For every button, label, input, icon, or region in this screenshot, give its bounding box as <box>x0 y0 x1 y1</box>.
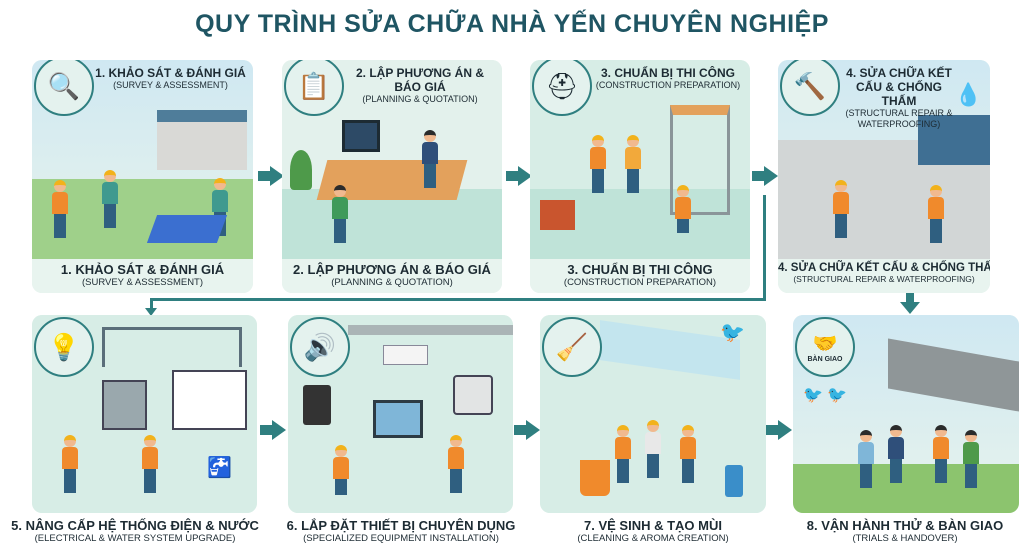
swiftlet-bird-icon: 🐦 <box>720 322 745 344</box>
arrow-right-icon <box>260 420 286 440</box>
cleaner-figure <box>680 425 696 483</box>
technician-figure <box>448 435 464 493</box>
blueprint <box>146 215 228 243</box>
step-2-header-en: (PLANNING & QUOTATION) <box>362 94 478 104</box>
step-6-panel: 🔊 <box>288 315 513 513</box>
broom-spray-icon: 🧹 <box>542 317 602 377</box>
step-6-caption: 6. LẮP ĐẶT THIẾT BỊ CHUYÊN DỤNG <box>286 518 516 533</box>
step-8-caption-en: (TRIALS & HANDOVER) <box>852 533 958 544</box>
spray-bottle-icon <box>725 465 743 497</box>
step-2-panel: 📋 2. LẬP PHƯƠNG ÁN & BÁO GIÁ(PLANNING & … <box>282 60 502 293</box>
arrow-down-icon <box>900 302 920 314</box>
arrow-right-icon <box>514 420 540 440</box>
worker-figure <box>833 180 849 238</box>
magnifier-house-icon: 🔍 <box>34 60 94 116</box>
contractor-figure <box>933 425 949 483</box>
step-4-header-en: (STRUCTURAL REPAIR & WATERPROOFING) <box>845 108 953 129</box>
step-1-header: 1. KHẢO SÁT & ĐÁNH GIÁ <box>95 66 246 80</box>
arrow-right-icon <box>752 166 778 186</box>
step-4-caption-en: (STRUCTURAL REPAIR & WATERPROOFING) <box>793 274 975 284</box>
scaffolding <box>670 105 730 215</box>
connector-line <box>906 293 914 303</box>
arrow-right-icon <box>766 420 792 440</box>
arrow-right-icon <box>506 166 532 186</box>
electrician-figure <box>62 435 78 493</box>
swiftlet-birds-icon: 🐦 🐦 <box>803 387 848 404</box>
step-7-caption-block: 7. VỆ SINH & TẠO MÙI(CLEANING & AROMA CR… <box>528 518 778 544</box>
ceiling-beam <box>348 325 513 335</box>
trowel-icon: 🔨 <box>780 60 840 116</box>
connector-line <box>150 298 153 312</box>
cleaner-figure <box>615 425 631 483</box>
cleaner-figure <box>645 420 661 478</box>
speaker-icon: 🔊 <box>290 317 350 377</box>
connector-line <box>763 195 766 300</box>
bricks <box>540 200 575 230</box>
step-5-caption: 5. NÂNG CẤP HỆ THỐNG ĐIỆN & NƯỚC <box>11 518 259 533</box>
client-figure <box>888 425 904 483</box>
step-2-caption: 2. LẬP PHƯƠNG ÁN & BÁO GIÁ <box>293 262 491 277</box>
pipes <box>102 327 242 367</box>
clipboard-calculator-icon: 📋 <box>284 60 344 116</box>
step-1-panel: 🔍 1. KHẢO SÁT & ĐÁNH GIÁ(SURVEY & ASSESS… <box>32 60 253 293</box>
faucet-icon: 🚰 <box>207 457 232 479</box>
plant <box>290 150 312 190</box>
air-conditioner <box>383 345 428 365</box>
step-8-caption-block: 8. VẬN HÀNH THỬ & BÀN GIAO(TRIALS & HAND… <box>780 518 1024 544</box>
step-3-caption-en: (CONSTRUCTION PREPARATION) <box>563 277 717 288</box>
step-1-caption-en: (SURVEY & ASSESSMENT) <box>81 277 204 288</box>
step-5-caption-block: 5. NÂNG CẤP HỆ THỐNG ĐIỆN & NƯỚC(ELECTRI… <box>10 518 260 544</box>
step-4-caption: 4. SỬA CHỮA KẾT CẤU & CHỐNG THẤM <box>778 262 990 274</box>
planner-figure <box>332 185 348 243</box>
step-2-caption-en: (PLANNING & QUOTATION) <box>331 277 453 288</box>
worker-figure <box>625 135 641 193</box>
swiftlet-house <box>157 110 247 170</box>
handover-badge-text: BÀN GIAO <box>807 356 843 363</box>
fan-unit <box>453 375 493 415</box>
technician-figure <box>333 445 349 495</box>
step-7-panel: 🐦 🧹 <box>540 315 766 513</box>
page-title: QUY TRÌNH SỬA CHỮA NHÀ YẾN CHUYÊN NGHIỆP <box>195 10 829 38</box>
manager-figure <box>422 130 438 188</box>
handshake-icon: 🤝BÀN GIAO <box>795 317 855 377</box>
worker-figure <box>590 135 606 193</box>
step-3-header: 3. CHUẨN BỊ THI CÔNG <box>600 66 735 80</box>
step-1-header-en: (SURVEY & ASSESSMENT) <box>113 80 228 90</box>
step-7-caption: 7. VỆ SINH & TẠO MÙI <box>584 518 722 533</box>
step-2-header: 2. LẬP PHƯƠNG ÁN & BÁO GIÁ <box>356 66 484 94</box>
client-figure <box>858 430 874 488</box>
step-3-header-en: (CONSTRUCTION PREPARATION) <box>595 80 741 90</box>
step-6-caption-en: (SPECIALIZED EQUIPMENT INSTALLATION) <box>303 533 499 544</box>
arrow-right-icon <box>258 166 284 186</box>
electrical-panel <box>102 380 147 430</box>
step-1-caption: 1. KHẢO SÁT & ĐÁNH GIÁ <box>60 262 225 277</box>
step-3-caption: 3. CHUẨN BỊ THI CÔNG <box>567 262 713 277</box>
water-drop-cross-icon: 💧 <box>954 82 982 107</box>
bucket <box>580 460 610 496</box>
water-pipes-diagram <box>172 370 247 430</box>
arrow-down-icon <box>145 308 157 316</box>
electrician-figure <box>142 435 158 493</box>
step-5-caption-en: (ELECTRICAL & WATER SYSTEM UPGRADE) <box>34 533 236 544</box>
worker-figure <box>52 180 68 238</box>
step-3-panel: ⛑ 3. CHUẨN BỊ THI CÔNG(CONSTRUCTION PREP… <box>530 60 750 293</box>
step-8-caption: 8. VẬN HÀNH THỬ & BÀN GIAO <box>806 518 1004 533</box>
roof <box>918 115 990 165</box>
step-4-header: 4. SỬA CHỮA KẾT CẤU & CHỐNG THẤM <box>846 66 952 108</box>
step-7-caption-en: (CLEANING & AROMA CREATION) <box>577 533 729 544</box>
surveyor-figure <box>102 170 118 228</box>
step-5-panel: 🚰 💡 <box>32 315 257 513</box>
step-8-panel: 🐦 🐦 🤝BÀN GIAO <box>793 315 1019 513</box>
connector-line <box>150 298 766 301</box>
speaker <box>303 385 331 425</box>
contractor-figure <box>963 430 979 488</box>
helmet-bricks-icon: ⛑ <box>532 60 592 116</box>
monitor <box>342 120 380 152</box>
worker-figure <box>675 185 691 233</box>
step-6-caption-block: 6. LẮP ĐẶT THIẾT BỊ CHUYÊN DỤNG(SPECIALI… <box>276 518 526 544</box>
step-4-panel: 💧 🔨 4. SỬA CHỮA KẾT CẤU & CHỐNG THẤM(STR… <box>778 60 990 293</box>
worker-figure <box>928 185 944 243</box>
lightbulb-gear-icon: 💡 <box>34 317 94 377</box>
control-panel <box>373 400 423 438</box>
